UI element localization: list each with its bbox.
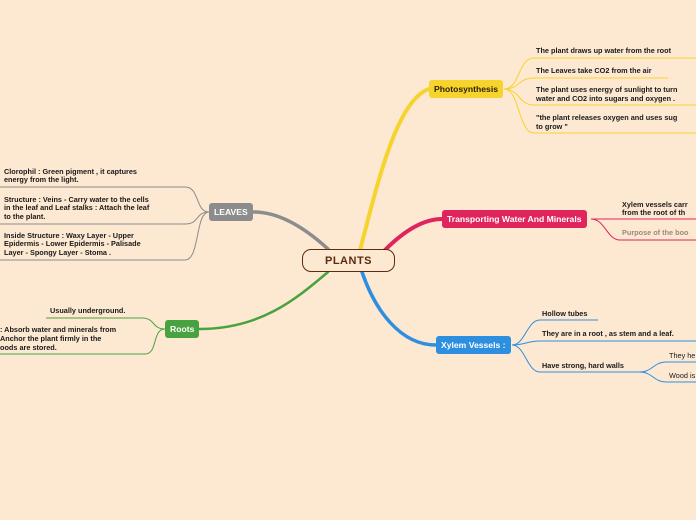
subtopic-clorophil-line2[interactable]: energy from the light. xyxy=(4,175,79,184)
topic-roots[interactable]: Roots xyxy=(165,320,200,338)
subtopic-they-help[interactable]: They he xyxy=(669,351,696,360)
subtopic-absorb-water-line3[interactable]: oods are stored. xyxy=(0,343,57,352)
topic-transporting-water[interactable]: Transporting Water And Minerals xyxy=(442,210,587,228)
connector-leaves xyxy=(252,210,330,251)
subtopic-purpose[interactable]: Purpose of the boo xyxy=(622,228,689,237)
subtopic-xylem-carry-line1[interactable]: Xylem vessels carr xyxy=(622,200,688,209)
subtopic-strong-walls[interactable]: Have strong, hard walls xyxy=(542,361,624,370)
subtopic-sunlight-energy-line2[interactable]: water and CO2 into sugars and oxygen . xyxy=(536,94,676,103)
topic-xylem-vessels[interactable]: Xylem Vessels : xyxy=(436,336,511,354)
subtopic-clorophil-line1[interactable]: Clorophil : Green pigment , it captures xyxy=(4,167,137,176)
subtopic-hollow-tubes[interactable]: Hollow tubes xyxy=(542,309,588,318)
subtopic-inside-structure-line3[interactable]: Layer - Spongy Layer - Stoma . xyxy=(4,248,112,257)
subtopic-releases-oxygen-line1[interactable]: "the plant releases oxygen and uses sug xyxy=(536,113,678,122)
subtopic-absorb-water-line1[interactable]: : Absorb water and minerals from xyxy=(0,325,117,334)
connector-transport xyxy=(383,217,444,252)
subtopic-releases-oxygen-line2[interactable]: to grow " xyxy=(536,122,568,131)
subtopic-inside-structure-line1[interactable]: Inside Structure : Waxy Layer - Upper xyxy=(4,231,134,240)
subtopic-xylem-carry-line2[interactable]: from the root of th xyxy=(622,208,686,217)
subtopic-water-from-root[interactable]: The plant draws up water from the root xyxy=(536,46,672,55)
subtopic-structure-line2[interactable]: in the leaf and Leaf stalks : Attach the… xyxy=(4,203,150,212)
central-topic-node[interactable]: PLANTS xyxy=(302,249,395,272)
subtopic-sunlight-energy-line1[interactable]: The plant uses energy of sunlight to tur… xyxy=(536,85,678,94)
topic-photosynthesis[interactable]: Photosynthesis xyxy=(429,80,503,98)
subtopic-co2-from-air[interactable]: The Leaves take CO2 from the air xyxy=(536,66,652,75)
subtopic-wood-is[interactable]: Wood is xyxy=(669,371,696,380)
connector-xylem xyxy=(360,270,438,347)
connector-roots xyxy=(197,270,330,331)
subtopic-structure-line1[interactable]: Structure : Veins - Carry water to the c… xyxy=(4,195,149,204)
topic-leaves[interactable]: LEAVES xyxy=(209,203,253,221)
subtopic-root-stem-leaf[interactable]: They are in a root , as stem and a leaf. xyxy=(542,329,674,338)
subtopic-structure-line3[interactable]: to the plant. xyxy=(4,212,46,221)
subtopic-inside-structure-line2[interactable]: Epidermis - Lower Epidermis - Palisade xyxy=(4,239,141,248)
connector-photosynthesis xyxy=(358,87,431,252)
subtopic-absorb-water-line2[interactable]: Anchor the plant firmly in the xyxy=(0,334,102,343)
subtopic-usually-underground[interactable]: Usually underground. xyxy=(50,306,126,315)
